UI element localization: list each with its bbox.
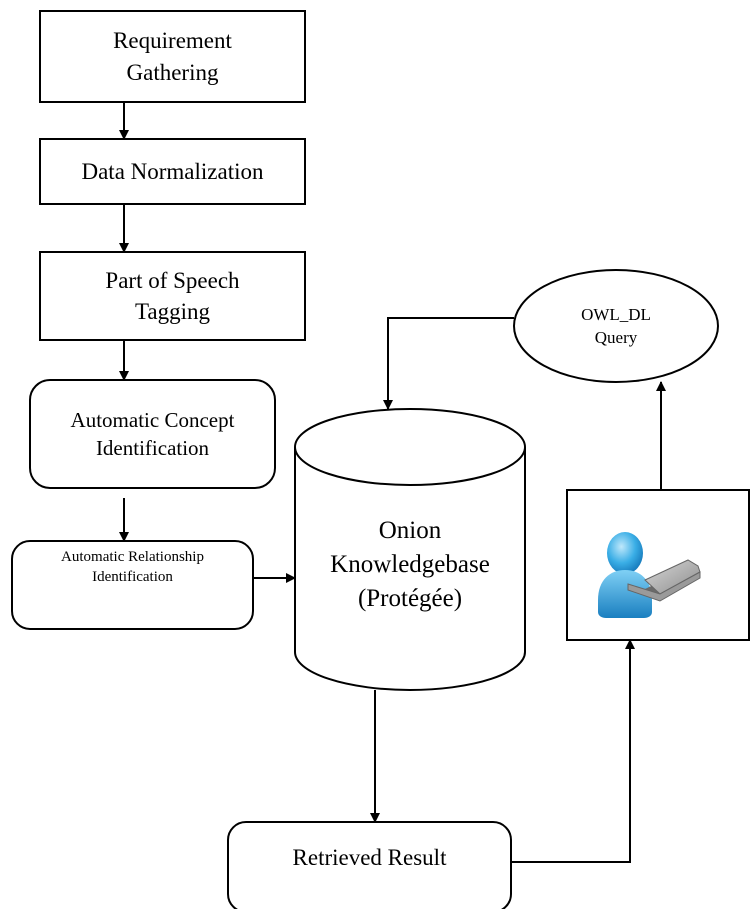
owl-query-label: OWL_DL Query	[581, 305, 651, 347]
concept-identification-box	[29, 379, 276, 489]
requirement-gathering-label: Requirement Gathering	[113, 28, 232, 85]
relationship-identification-label: Automatic Relationship Identification	[61, 549, 204, 586]
knowledgebase-label: Onion Knowledgebase (Protégée)	[330, 517, 490, 612]
requirement-gathering-box	[39, 10, 306, 103]
arrow-result-to-user	[511, 639, 635, 863]
owl-query-ellipse	[513, 269, 719, 383]
pos-tagging-label: Part of Speech Tagging	[105, 267, 240, 324]
retrieved-result-label: Retrieved Result	[292, 845, 447, 871]
user-box	[566, 489, 750, 641]
data-normalization-label: Data Normalization	[81, 158, 264, 184]
pos-tagging-box	[39, 251, 306, 341]
user-with-laptop-icon	[598, 532, 701, 618]
relationship-identification-box	[11, 540, 254, 630]
knowledgebase-cylinder	[294, 408, 526, 691]
retrieved-result-box	[227, 821, 512, 909]
data-normalization-box	[39, 138, 306, 205]
concept-identification-label: Automatic Concept Identification	[70, 407, 235, 460]
arrow-query-to-knowledgebase	[383, 317, 514, 410]
